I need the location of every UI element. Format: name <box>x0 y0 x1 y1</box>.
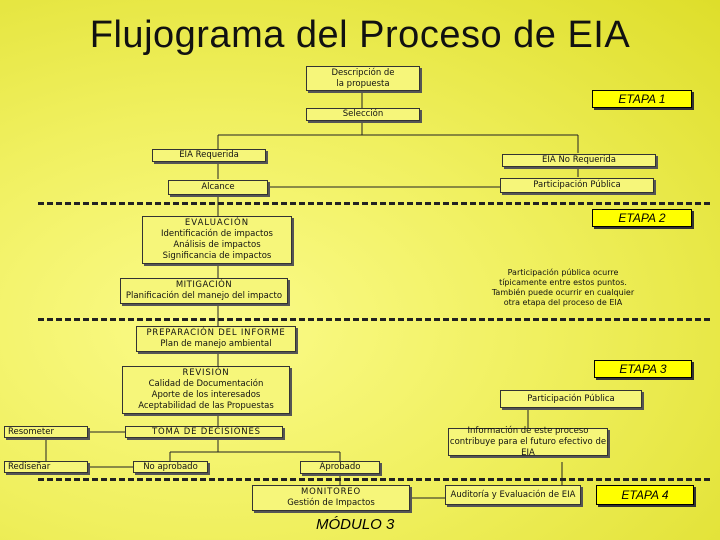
node-text: Auditoría y Evaluación de EIA <box>450 489 576 500</box>
node-seleccion: Selección <box>306 108 420 121</box>
node-text: Calidad de Documentación <box>148 379 264 389</box>
node-auditoria: Auditoría y Evaluación de EIA <box>445 485 581 505</box>
node-text: No aprobado <box>143 461 198 472</box>
node-text: Aceptabilidad de las Propuestas <box>138 401 274 411</box>
node-text: Aporte de los interesados <box>151 390 261 400</box>
node-text: Análisis de impactos <box>173 240 261 250</box>
node-mitigacion: MITIGACIÓN Planificación del manejo del … <box>120 278 288 304</box>
node-text: EIA No Requerida <box>542 155 616 165</box>
node-text: Selección <box>342 109 384 119</box>
stage-divider <box>38 478 710 481</box>
node-text: Información de este proceso <box>467 425 589 436</box>
stage-label-3: ETAPA 3 <box>594 360 692 378</box>
node-descripcion-propuesta: Descripción de la propuesta <box>306 66 420 91</box>
node-resometer: Resometer <box>4 426 88 438</box>
stage-divider <box>38 202 710 205</box>
node-preparacion-informe: PREPARACIÓN DEL INFORME Plan de manejo a… <box>136 326 296 352</box>
node-eia-requerida: EIA Requerida <box>152 149 266 162</box>
node-text: MONITOREO <box>301 487 361 497</box>
page-title: Flujograma del Proceso de EIA <box>89 14 631 56</box>
node-text: Alcance <box>201 182 235 192</box>
node-text: Plan de manejo ambiental <box>160 339 272 349</box>
node-text: EIA Requerida <box>179 150 239 160</box>
node-text: Gestión de Impactos <box>287 498 375 508</box>
node-toma-decisiones: TOMA DE DECISIONES <box>125 426 283 438</box>
stage-label-2: ETAPA 2 <box>592 209 692 227</box>
node-text: PREPARACIÓN DEL INFORME <box>146 328 286 338</box>
node-text: Participación Pública <box>527 393 615 404</box>
node-text: la propuesta <box>336 78 390 89</box>
node-text: Planificación del manejo del impacto <box>125 291 283 301</box>
node-informacion: Información de este proceso contribuye p… <box>448 425 608 458</box>
node-text: Resometer <box>8 426 54 437</box>
note-line: Participación pública ocurre <box>507 268 619 277</box>
node-aprobado: Aprobado <box>300 461 380 474</box>
stage-divider <box>38 318 710 321</box>
node-alcance: Alcance <box>168 180 268 195</box>
node-text: REVISIÓN <box>182 368 230 378</box>
node-participacion-publica: Participación Pública <box>500 178 654 193</box>
node-no-aprobado: No aprobado <box>133 461 208 473</box>
node-text: contribuye para el futuro efectivo de EI… <box>449 436 607 458</box>
node-text: Significancia de impactos <box>162 251 272 261</box>
node-text: Participación Pública <box>533 180 621 190</box>
node-text: Rediseñar <box>8 461 51 472</box>
node-monitoreo: MONITOREO Gestión de Impactos <box>252 485 410 511</box>
node-text: EVALUACIÓN <box>184 218 250 228</box>
node-text: Descripción de <box>331 67 395 78</box>
node-eia-no-requerida: EIA No Requerida <box>502 154 656 167</box>
node-text: TOMA DE DECISIONES <box>152 426 261 437</box>
stage-label-1: ETAPA 1 <box>592 90 692 108</box>
participacion-note: Participación pública ocurre típicamente… <box>478 268 648 308</box>
node-participacion-publica-2: Participación Pública <box>500 390 642 408</box>
note-line: típicamente entre estos puntos. <box>499 278 627 287</box>
node-text: Identificación de impactos <box>161 229 273 239</box>
note-line: También puede ocurrir en cualquier <box>491 288 635 297</box>
node-text: Aprobado <box>319 462 361 472</box>
note-line: otra etapa del proceso de EIA <box>503 298 623 307</box>
node-text: MITIGACIÓN <box>175 280 233 290</box>
node-rediseñar: Rediseñar <box>4 461 88 473</box>
stage-label-4: ETAPA 4 <box>596 485 694 505</box>
node-evaluacion: EVALUACIÓN Identificación de impactos An… <box>142 216 292 264</box>
module-label: MÓDULO 3 <box>316 516 395 533</box>
node-revision: REVISIÓN Calidad de Documentación Aporte… <box>122 366 290 414</box>
